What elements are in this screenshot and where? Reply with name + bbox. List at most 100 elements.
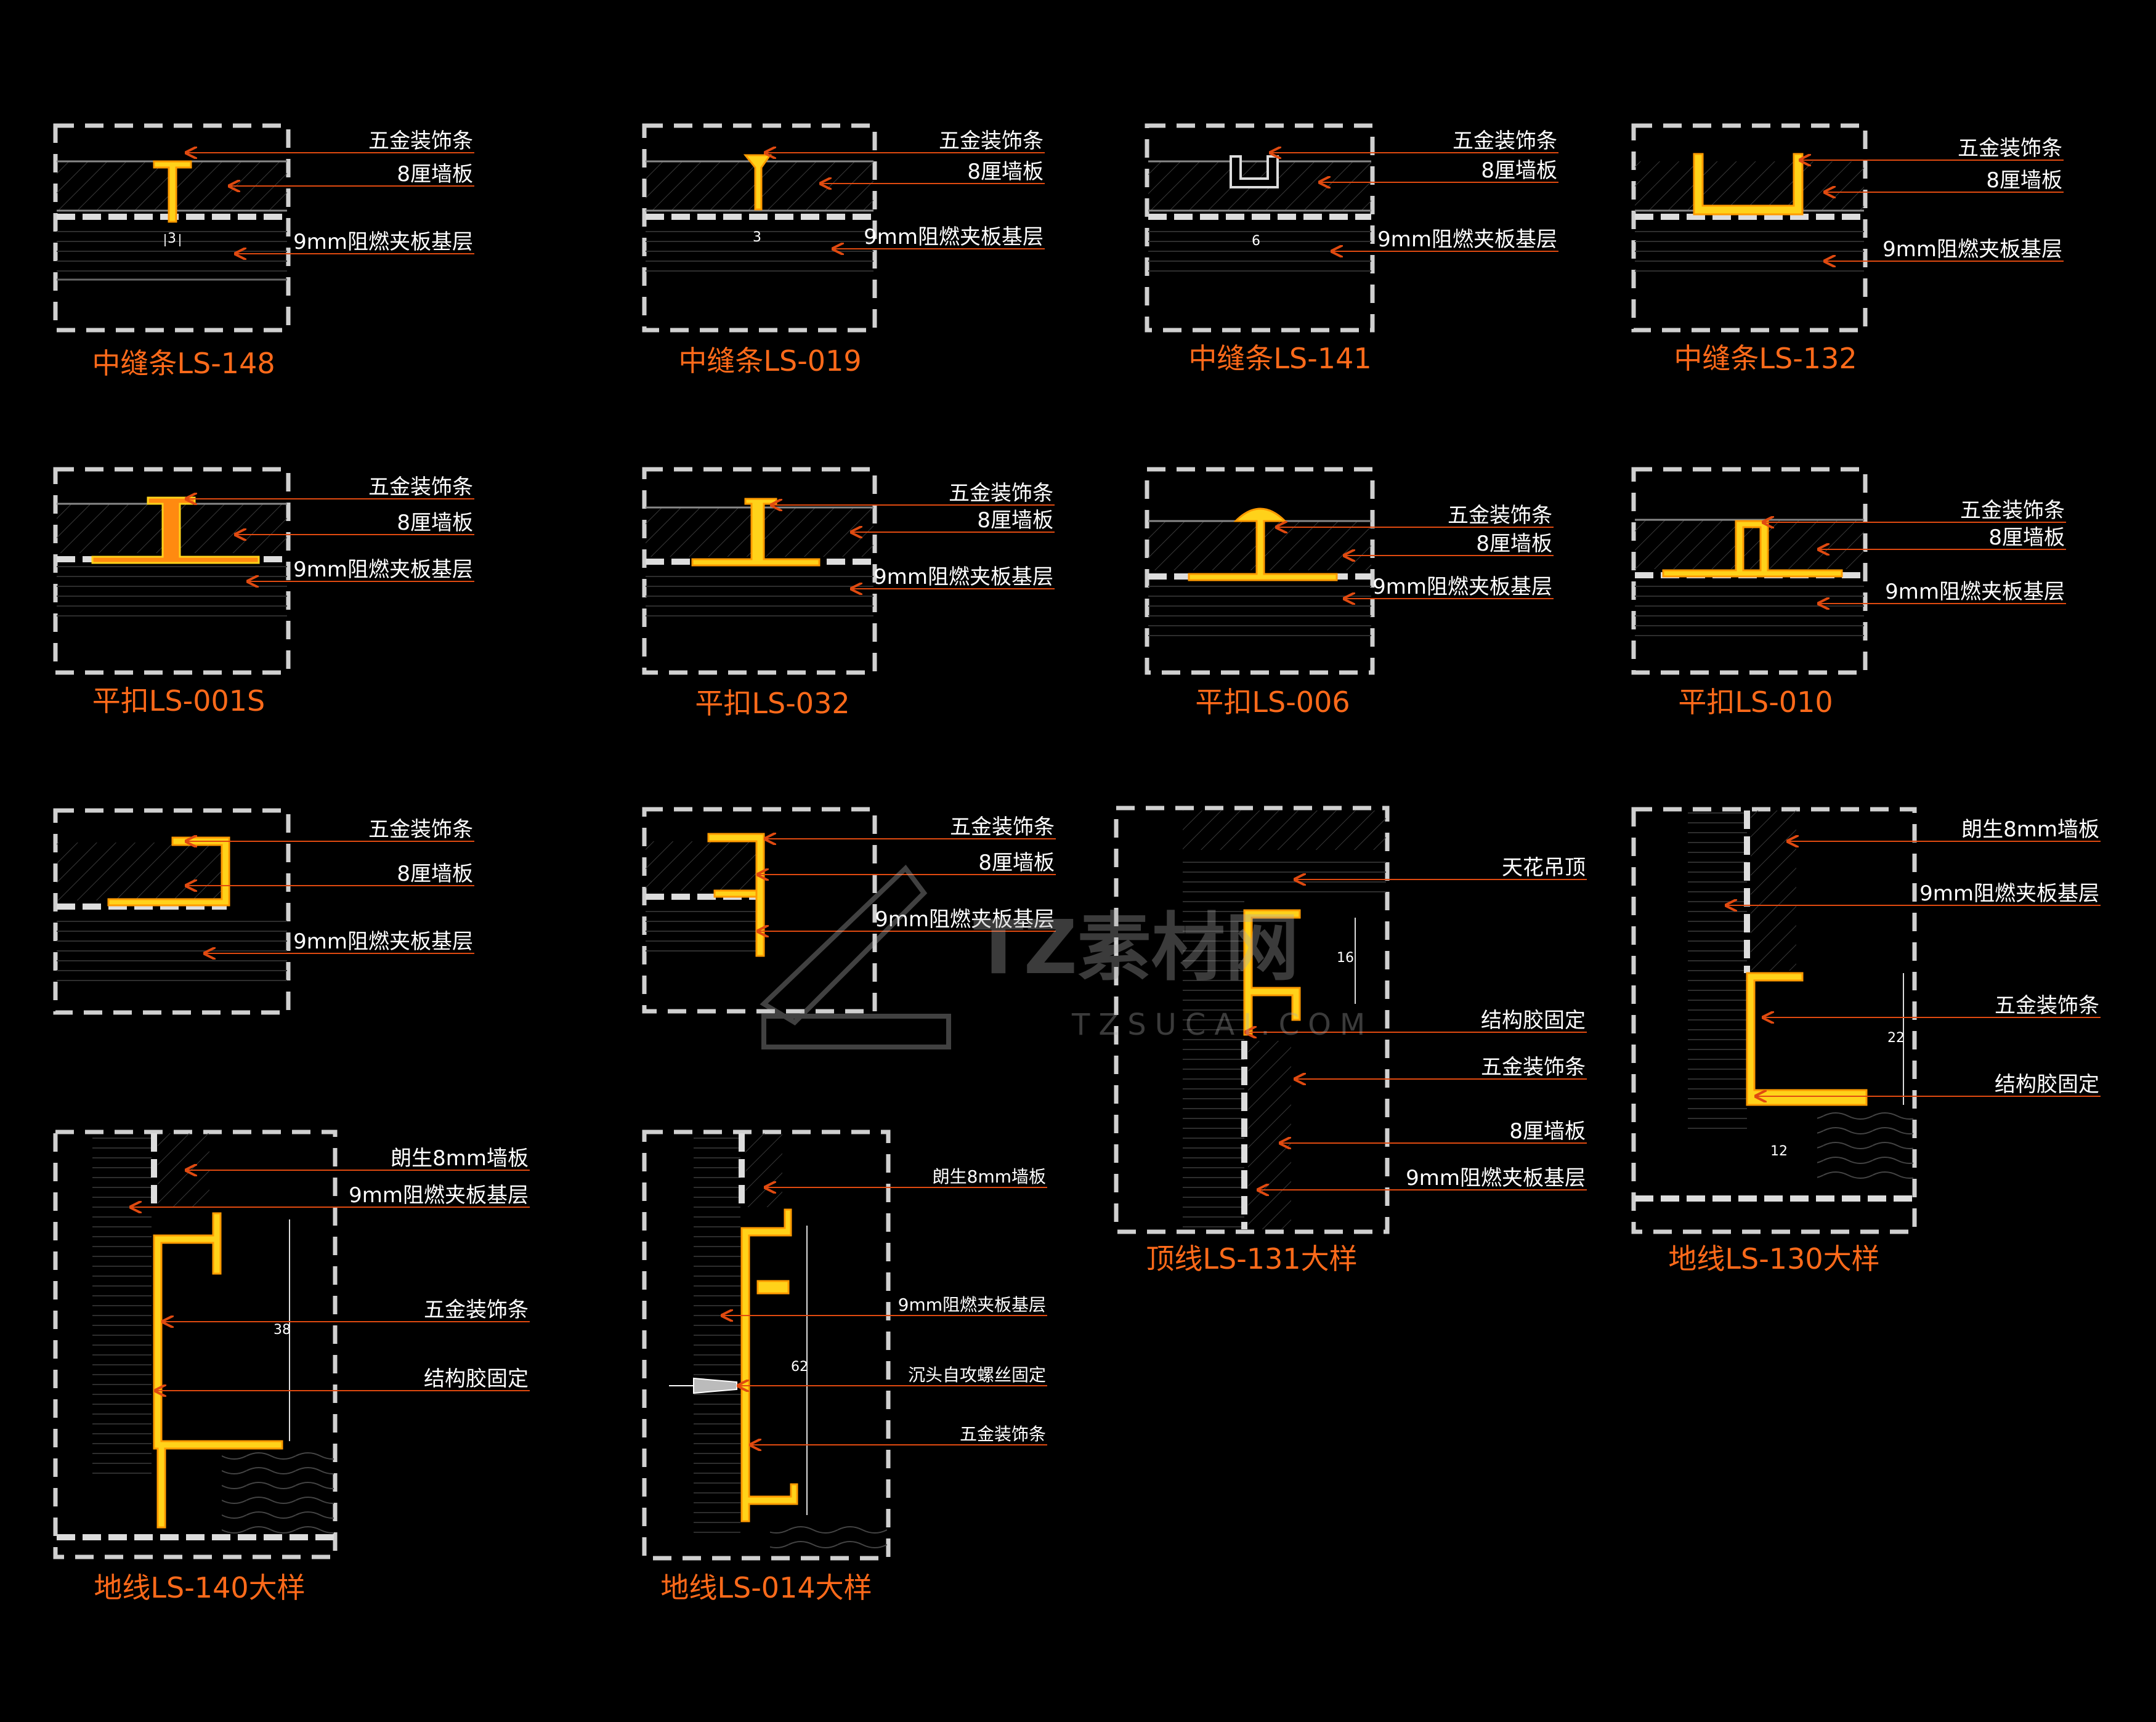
panel-title: 平扣LS-006 bbox=[1195, 685, 1350, 719]
panel-frame bbox=[53, 467, 291, 675]
panel-frame bbox=[1114, 806, 1390, 1234]
watermark: TZ素材网 TZSUCAI.COM bbox=[760, 864, 1374, 1049]
callout-label: 结构胶固定 bbox=[424, 1367, 529, 1391]
watermark-logo-mark-icon bbox=[760, 864, 951, 1049]
watermark-url: TZSUCAI.COM bbox=[1071, 1008, 1374, 1042]
panel-frame bbox=[1145, 467, 1375, 675]
wall-board bbox=[1248, 1041, 1291, 1229]
callout-label: 9mm阻燃夹板基层 bbox=[873, 565, 1053, 589]
detail-panel-corner-b: 五金装饰条 8厘墙板 9mm阻燃夹板基层 bbox=[642, 807, 1056, 1014]
plywood-base bbox=[1688, 810, 1747, 1136]
plywood-base bbox=[1148, 583, 1371, 639]
callout-label: 9mm阻燃夹板基层 bbox=[875, 907, 1055, 932]
callout-label: 五金装饰条 bbox=[1448, 503, 1552, 528]
dimension-label: 12 bbox=[1770, 1144, 1788, 1159]
detail-panel-ls-032: 五金装饰条 8厘墙板 9mm阻燃夹板基层 平扣LS-032 bbox=[642, 467, 1055, 720]
wall-board bbox=[57, 843, 227, 900]
panel-frame bbox=[642, 807, 877, 1014]
callout-label: 结构胶固定 bbox=[1481, 1008, 1586, 1033]
callout-label: 8厘墙板 bbox=[1476, 532, 1552, 556]
panel-title: 平扣LS-010 bbox=[1678, 685, 1833, 719]
dimension-label: 3 bbox=[168, 231, 176, 246]
dimension-label: 62 bbox=[791, 1359, 808, 1375]
detail-panel-ls-148: 3 五金装饰条 8厘墙板 9mm阻燃夹板基层 中缝条LS-148 bbox=[53, 123, 474, 380]
panel-title: 中缝条LS-141 bbox=[1188, 342, 1371, 375]
detail-panel-ls-010: 五金装饰条 8厘墙板 9mm阻燃夹板基层 平扣LS-010 bbox=[1631, 467, 2066, 719]
detail-panel-ls-140: 38 朗生8mm墙板 9mm阻燃夹板基层 五金装饰条 结构胶固定 地线LS-14… bbox=[53, 1130, 530, 1604]
callout-label: 天花吊顶 bbox=[1502, 855, 1586, 880]
detail-panel-ls-132: 五金装饰条 8厘墙板 9mm阻燃夹板基层 中缝条LS-132 bbox=[1631, 123, 2064, 375]
callout-label: 五金装饰条 bbox=[1960, 498, 2065, 523]
metal-trim bbox=[1230, 155, 1279, 188]
metal-trim bbox=[1188, 507, 1338, 581]
detail-panel-corner-a: 五金装饰条 8厘墙板 9mm阻燃夹板基层 bbox=[53, 808, 474, 1015]
callout-label: 结构胶固定 bbox=[1995, 1072, 2099, 1097]
dimension-label: 22 bbox=[1887, 1030, 1905, 1046]
callout-label: 9mm阻燃夹板基层 bbox=[293, 557, 473, 582]
callout-label: 五金装饰条 bbox=[424, 1298, 529, 1322]
callout-label: 五金装饰条 bbox=[1481, 1055, 1586, 1080]
wall-board bbox=[1751, 810, 1796, 971]
dimension-label: 38 bbox=[274, 1322, 291, 1338]
callout-label: 8厘墙板 bbox=[397, 162, 473, 187]
callout-label: 9mm阻燃夹板基层 bbox=[1377, 227, 1557, 252]
callout-label: 9mm阻燃夹板基层 bbox=[864, 225, 1044, 249]
ceiling-board bbox=[1183, 810, 1386, 850]
panel-title: 中缝条LS-019 bbox=[678, 344, 861, 378]
callout-label: 沉头自攻螺丝固定 bbox=[908, 1365, 1046, 1385]
callout-label: 9mm阻燃夹板基层 bbox=[1919, 881, 2099, 906]
callout-label: 8厘墙板 bbox=[397, 862, 473, 886]
callout-label: 五金装饰条 bbox=[939, 129, 1044, 153]
plywood-base bbox=[57, 913, 287, 987]
callout-label: 8厘墙板 bbox=[397, 511, 473, 535]
callout-label: 8厘墙板 bbox=[1481, 158, 1557, 183]
dimension-label: 16 bbox=[1337, 950, 1354, 966]
panel-frame bbox=[53, 123, 291, 333]
callout-label: 8厘墙板 bbox=[1986, 168, 2062, 193]
metal-trim bbox=[1746, 972, 1868, 1106]
panel-frame bbox=[642, 123, 877, 333]
plywood-base bbox=[92, 1133, 152, 1478]
detail-panel-ls-131: 16 天花吊顶 结构胶固定 五金装饰条 8厘墙板 9mm阻燃夹板基层 顶线LS-… bbox=[1114, 806, 1587, 1275]
metal-trim bbox=[1662, 520, 1843, 578]
panel-frame bbox=[1631, 123, 1868, 333]
callout-label: 8厘墙板 bbox=[977, 508, 1053, 533]
detail-panel-ls-019: 3 五金装饰条 8厘墙板 9mm阻燃夹板基层 中缝条LS-019 bbox=[642, 123, 1045, 378]
panel-frame bbox=[53, 808, 291, 1015]
callout-label: 9mm阻燃夹板基层 bbox=[1885, 580, 2065, 604]
panel-frame bbox=[1145, 123, 1375, 333]
callout-label: 9mm阻燃夹板基层 bbox=[293, 230, 473, 254]
callout-label: 朗生8mm墙板 bbox=[391, 1146, 529, 1171]
panel-title: 中缝条LS-132 bbox=[1674, 342, 1857, 375]
detail-panel-ls-141: 6 五金装饰条 8厘墙板 9mm阻燃夹板基层 中缝条LS-141 bbox=[1145, 123, 1558, 375]
ceiling-layer bbox=[1183, 856, 1386, 893]
plywood-base bbox=[1635, 581, 1864, 638]
panel-frame bbox=[1631, 807, 1917, 1234]
screw-icon bbox=[669, 1377, 737, 1394]
callout-label: 朗生8mm墙板 bbox=[1961, 817, 2099, 842]
detail-panel-ls-130: 22 12 朗生8mm墙板 9mm阻燃夹板基层 五金装饰条 结构胶固定 地线LS… bbox=[1631, 807, 2101, 1275]
panel-title: 平扣LS-001S bbox=[92, 684, 265, 718]
callout-label: 五金装饰条 bbox=[950, 815, 1055, 839]
callout-label: 五金装饰条 bbox=[960, 1424, 1046, 1444]
callout-label: 五金装饰条 bbox=[368, 475, 473, 499]
detail-panel-ls-006: 五金装饰条 8厘墙板 9mm阻燃夹板基层 平扣LS-006 bbox=[1145, 467, 1554, 719]
panel-title: 地线LS-140大样 bbox=[94, 1571, 305, 1604]
callout-label: 8厘墙板 bbox=[1988, 525, 2065, 550]
wall-board bbox=[646, 841, 756, 891]
wall-board bbox=[1635, 161, 1864, 211]
plywood-base bbox=[57, 565, 287, 622]
callout-label: 9mm阻燃夹板基层 bbox=[898, 1295, 1046, 1315]
callout-label: 9mm阻燃夹板基层 bbox=[1406, 1166, 1586, 1190]
dimension-label: 6 bbox=[1252, 233, 1260, 249]
panel-title: 平扣LS-032 bbox=[695, 687, 849, 720]
callout-label: 五金装饰条 bbox=[368, 817, 473, 842]
metal-trim bbox=[1693, 153, 1804, 216]
panel-title: 顶线LS-131大样 bbox=[1146, 1242, 1357, 1275]
plywood-base bbox=[646, 568, 873, 625]
floor-wood bbox=[222, 1449, 334, 1535]
plywood-base bbox=[1183, 893, 1244, 1229]
plywood-base bbox=[57, 223, 287, 280]
callout-label: 9mm阻燃夹板基层 bbox=[349, 1183, 529, 1208]
